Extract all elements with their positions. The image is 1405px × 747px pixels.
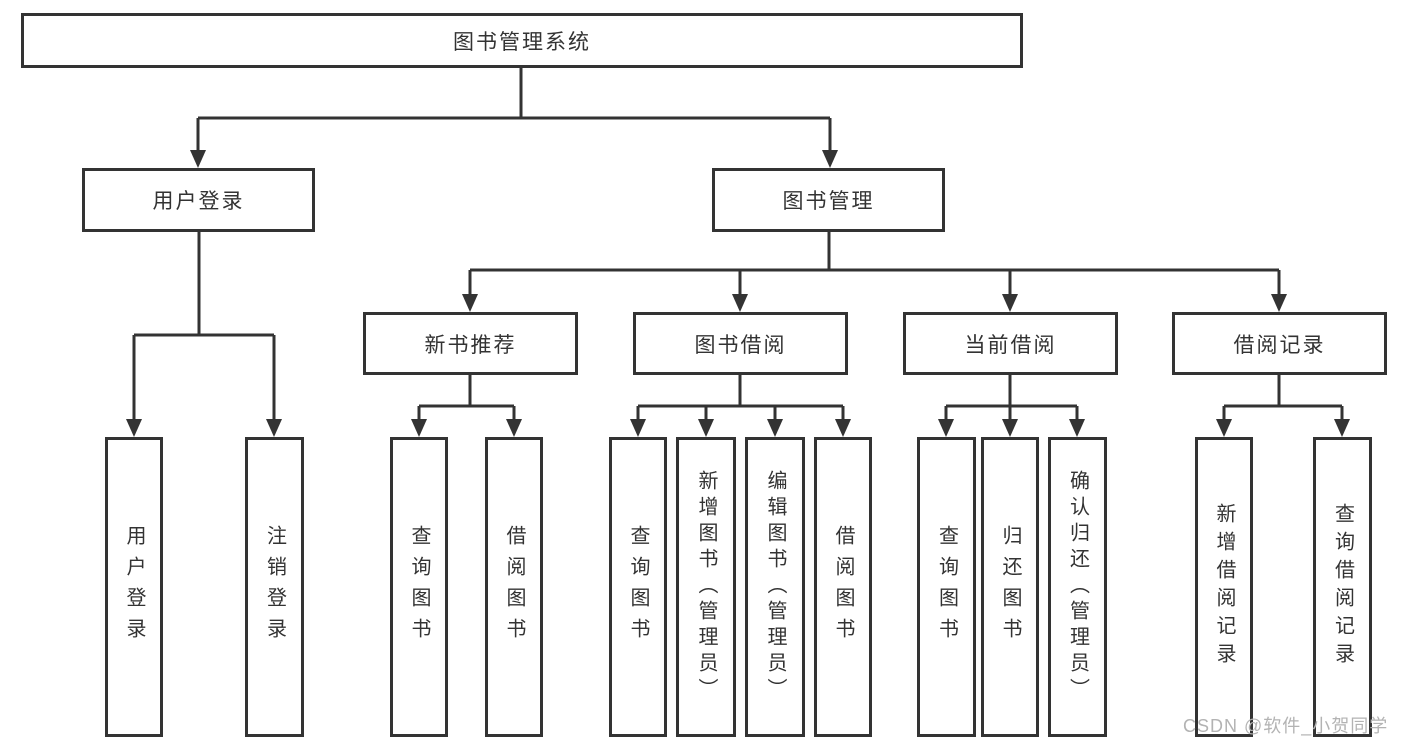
leaf-query-books-borrow: 查询图书: [609, 437, 667, 737]
leaf-user-login: 用户登录: [105, 437, 163, 737]
leaf-edit-books-admin: 编辑图书（管理员）: [745, 437, 805, 737]
leaf-return-books-label: 归还图书: [999, 525, 1021, 649]
leaf-add-books-admin-label: 新增图书（管理员）: [695, 470, 717, 704]
leaf-query-books-current: 查询图书: [917, 437, 976, 737]
node-user-login: 用户登录: [82, 168, 315, 232]
leaf-logout-label: 注销登录: [263, 525, 286, 649]
leaf-query-borrow-record-label: 查询借阅记录: [1331, 503, 1354, 671]
node-user-login-label: 用户登录: [152, 190, 245, 213]
node-current-borrow-label: 当前借阅: [964, 333, 1057, 357]
leaf-borrow-books-recommend: 借阅图书: [485, 437, 543, 737]
node-borrow-records-label: 借阅记录: [1233, 333, 1326, 357]
arrowhead-icons: [126, 150, 1350, 437]
leaf-confirm-return-admin: 确认归还（管理员）: [1048, 437, 1107, 737]
leaf-logout: 注销登录: [245, 437, 304, 737]
leaf-query-books-current-label: 查询图书: [935, 525, 958, 649]
leaf-add-borrow-record-label: 新增借阅记录: [1213, 503, 1235, 671]
leaf-return-books: 归还图书: [981, 437, 1039, 737]
node-new-book-recommend: 新书推荐: [363, 312, 578, 375]
watermark: CSDN @软件_小贺同学: [1183, 716, 1389, 736]
node-root-label: 图书管理系统: [453, 30, 591, 54]
leaf-add-borrow-record: 新增借阅记录: [1195, 437, 1253, 737]
leaf-edit-books-admin-label: 编辑图书（管理员）: [764, 470, 786, 704]
node-new-book-recommend-label: 新书推荐: [424, 333, 517, 357]
leaf-user-login-label: 用户登录: [123, 525, 145, 649]
leaf-query-borrow-record: 查询借阅记录: [1313, 437, 1372, 737]
node-borrow-records: 借阅记录: [1172, 312, 1387, 375]
leaf-add-books-admin: 新增图书（管理员）: [676, 437, 736, 737]
node-book-borrow: 图书借阅: [633, 312, 848, 375]
leaf-borrow-books: 借阅图书: [814, 437, 872, 737]
node-book-management: 图书管理: [712, 168, 945, 232]
leaf-query-books-recommend-label: 查询图书: [408, 525, 430, 649]
node-book-management-label: 图书管理: [782, 190, 875, 213]
leaf-borrow-books-label: 借阅图书: [832, 525, 854, 649]
node-root-system: 图书管理系统: [21, 13, 1023, 68]
leaf-confirm-return-admin-label: 确认归还（管理员）: [1066, 470, 1089, 704]
leaf-query-books-borrow-label: 查询图书: [627, 525, 649, 649]
leaf-borrow-books-recommend-label: 借阅图书: [503, 525, 525, 649]
node-book-borrow-label: 图书借阅: [694, 333, 787, 357]
node-current-borrow: 当前借阅: [903, 312, 1118, 375]
leaf-query-books-recommend: 查询图书: [390, 437, 448, 737]
